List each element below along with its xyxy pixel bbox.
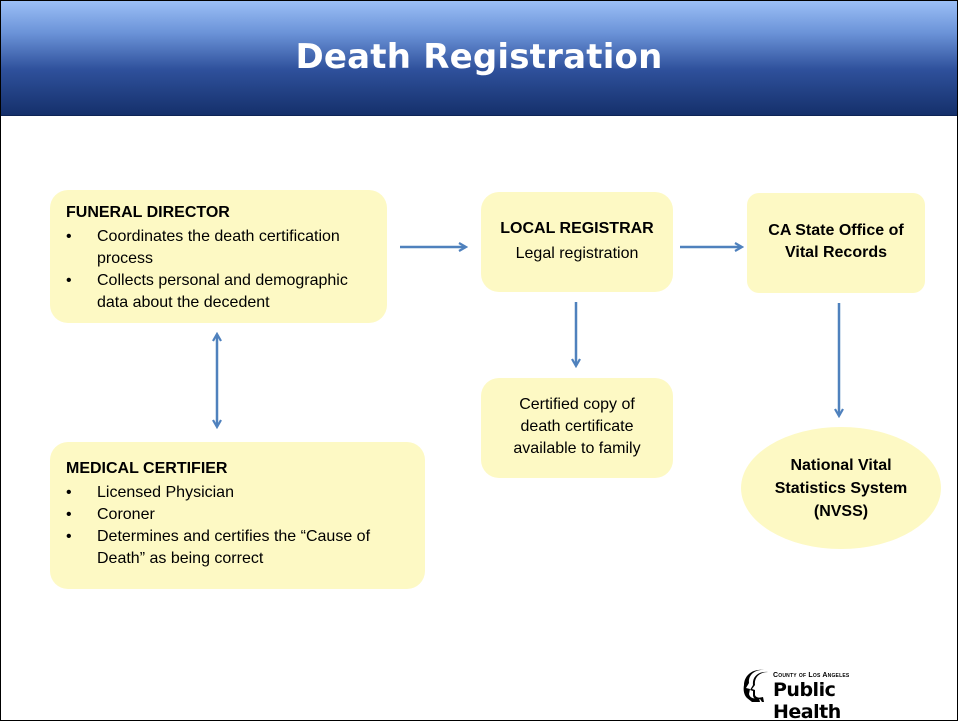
medical-certifier-list: Licensed Physician Coroner Determines an… [66, 482, 411, 570]
funeral-director-box: FUNERAL DIRECTOR Coordinates the death c… [50, 190, 387, 323]
certified-copy-box: Certified copy of death certificate avai… [481, 378, 673, 478]
medical-certifier-box: MEDICAL CERTIFIER Licensed Physician Cor… [50, 442, 425, 589]
nvss-ellipse: National Vital Statistics System (NVSS) [741, 427, 941, 549]
list-item: Collects personal and demographic data a… [66, 270, 373, 314]
local-registrar-subtitle: Legal registration [515, 245, 639, 262]
state-office-title: CA State Office of Vital Records [768, 222, 904, 261]
list-item: Determines and certifies the “Cause of D… [66, 526, 411, 570]
logo-county-text: County of Los Angeles [773, 672, 850, 679]
local-registrar-title: LOCAL REGISTRAR [500, 220, 654, 237]
list-item: Coordinates the death certification proc… [66, 226, 373, 270]
list-item: Coroner [66, 504, 411, 526]
medical-certifier-title: MEDICAL CERTIFIER [66, 460, 228, 477]
local-registrar-box: LOCAL REGISTRAR Legal registration [481, 192, 673, 292]
nvss-title: National Vital Statistics System (NVSS) [774, 456, 908, 520]
public-health-logo: County of Los Angeles Public Health [743, 668, 883, 720]
funeral-director-title: FUNERAL DIRECTOR [66, 204, 230, 221]
state-office-box: CA State Office of Vital Records [747, 193, 925, 293]
profile-silhouette-icon [743, 669, 768, 702]
funeral-director-list: Coordinates the death certification proc… [66, 226, 373, 314]
header-banner: Death Registration [1, 1, 957, 116]
list-item: Licensed Physician [66, 482, 411, 504]
page-title: Death Registration [295, 37, 663, 77]
logo-public-health-text: Public Health [773, 679, 841, 721]
certified-copy-text: Certified copy of death certificate avai… [513, 396, 641, 457]
